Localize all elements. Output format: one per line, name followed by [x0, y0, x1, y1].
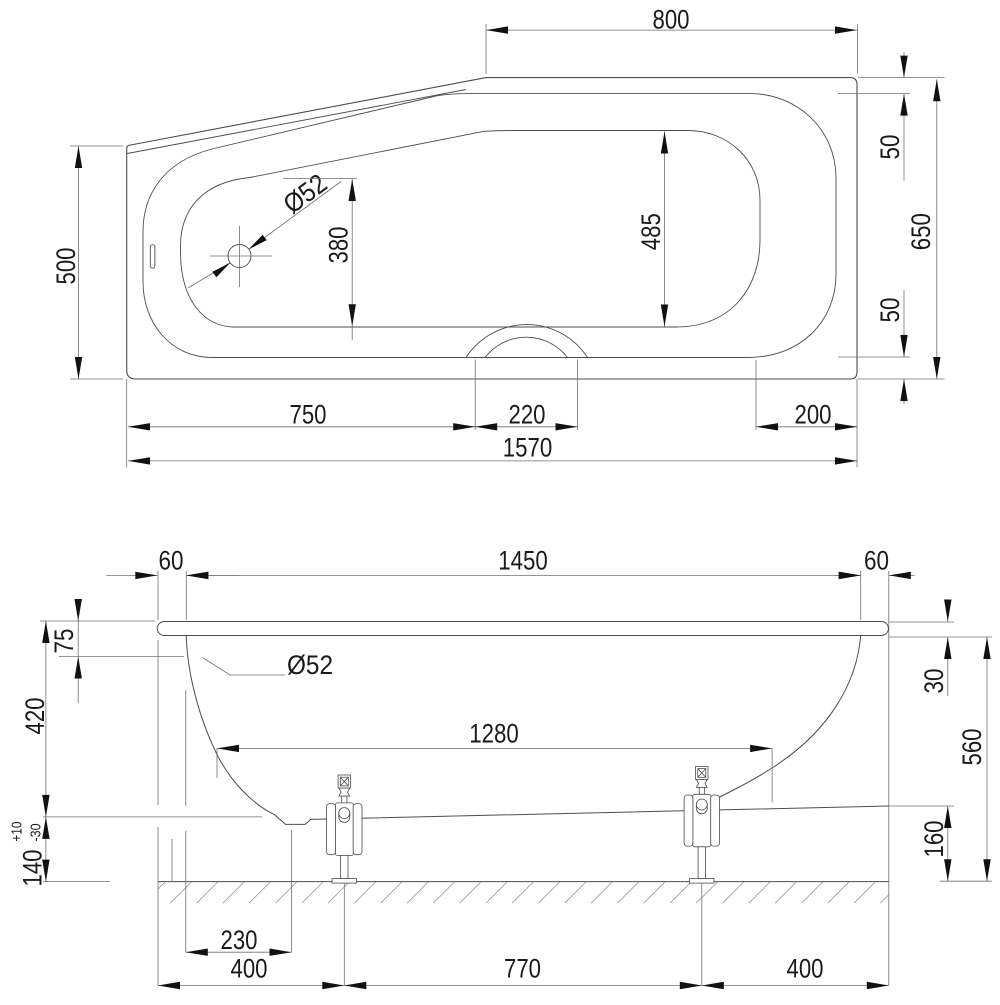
svg-text:50: 50 [875, 298, 905, 323]
svg-text:400: 400 [787, 954, 824, 984]
svg-text:50: 50 [875, 135, 905, 160]
svg-text:420: 420 [20, 698, 50, 735]
svg-text:200: 200 [795, 400, 832, 430]
svg-text:1280: 1280 [469, 718, 519, 748]
svg-text:60: 60 [159, 546, 184, 576]
svg-text:650: 650 [906, 213, 936, 250]
svg-text:230: 230 [221, 925, 258, 955]
svg-text:160: 160 [919, 821, 949, 858]
svg-text:220: 220 [509, 400, 546, 430]
svg-text:1450: 1450 [498, 546, 548, 576]
svg-text:400: 400 [231, 954, 268, 984]
svg-text:75: 75 [49, 629, 79, 654]
svg-text:140: 140 [17, 850, 47, 887]
svg-text:1570: 1570 [503, 433, 553, 463]
svg-text:500: 500 [51, 248, 81, 285]
svg-text:770: 770 [504, 954, 541, 984]
svg-text:+10: +10 [8, 822, 25, 842]
svg-text:-30: -30 [27, 824, 44, 842]
svg-text:485: 485 [636, 213, 666, 250]
svg-text:560: 560 [957, 729, 987, 766]
svg-text:380: 380 [324, 227, 354, 264]
svg-text:800: 800 [653, 5, 690, 35]
svg-text:750: 750 [290, 400, 327, 430]
svg-text:30: 30 [919, 669, 949, 694]
svg-text:60: 60 [864, 546, 889, 576]
svg-text:Ø52: Ø52 [287, 650, 333, 680]
